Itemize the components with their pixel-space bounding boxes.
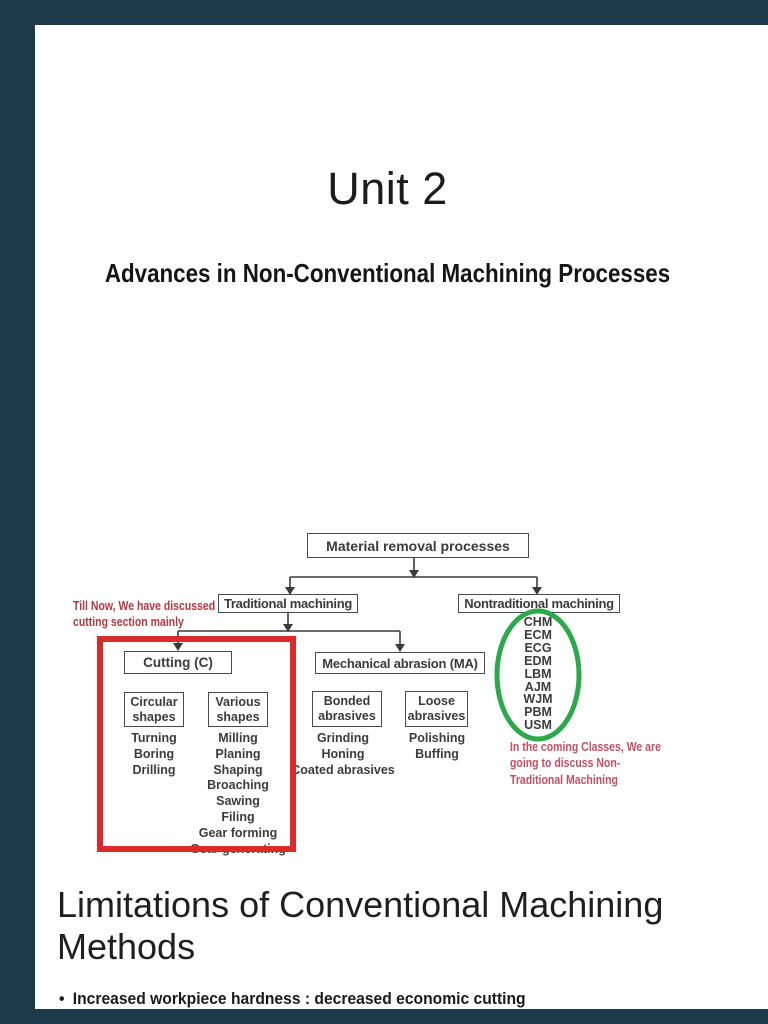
viewer-top-bar — [0, 0, 768, 25]
annotation-line: going to discuss Non- — [510, 756, 621, 771]
viewer-bottom-bar — [0, 1009, 768, 1024]
node-circular-shapes: Circular shapes — [124, 692, 184, 727]
viewer-left-bar — [0, 0, 35, 1024]
list-item: Coated abrasives — [291, 762, 395, 777]
list-item: LBM — [524, 666, 552, 681]
node-nontraditional-machining: Nontraditional machining — [458, 594, 620, 613]
list-circular-processes: Turning Boring Drilling — [104, 731, 204, 778]
highlight-red-box — [97, 636, 296, 852]
list-item: ECM — [524, 627, 552, 642]
annotation-line: Till Now, We have discussed — [73, 599, 216, 613]
annotation-line: Traditional Machining — [510, 772, 618, 787]
list-item: Turning — [131, 731, 177, 745]
node-traditional-machining: Traditional machining — [218, 594, 358, 613]
list-item: Planing — [215, 746, 261, 761]
list-loose-abrasive-processes: Polishing Buffing — [387, 731, 487, 763]
section-heading-line: Limitations of Conventional Machining — [57, 884, 664, 925]
bullet-dot: • — [59, 989, 65, 1008]
list-nontraditional-acronyms: CHM ECM ECG EDM LBM AJM WJM PBM USM — [488, 616, 588, 732]
list-item: Boring — [133, 746, 175, 761]
node-cutting: Cutting (C) — [124, 651, 232, 674]
list-item: Shaping — [213, 762, 263, 777]
annotation-till-now: Till Now, We have discussed cutting sect… — [73, 598, 215, 631]
node-material-removal-processes: Material removal processes — [307, 533, 529, 558]
slide-title: Unit 2 — [327, 163, 448, 214]
list-item: EDM — [524, 653, 552, 668]
list-item: Drilling — [132, 762, 176, 777]
list-item: CHM — [523, 615, 553, 629]
bullet-text: Increased workpiece hardness : decreased… — [72, 989, 526, 1008]
node-loose-abrasives: Loose abrasives — [405, 691, 468, 727]
list-item: Gear forming — [198, 825, 278, 840]
annotation-line: cutting section mainly — [73, 615, 184, 630]
bullet-item: • Increased workpiece hardness : decrease… — [59, 989, 526, 1009]
list-item: Milling — [218, 731, 258, 745]
list-item: Buffing — [415, 746, 459, 761]
section-heading-line: Methods — [57, 926, 196, 967]
list-item: Polishing — [408, 731, 466, 745]
list-item: ECG — [524, 640, 552, 655]
list-item: Filing — [221, 809, 255, 824]
node-bonded-abrasives: Bonded abrasives — [312, 691, 382, 727]
list-item: Broaching — [207, 778, 269, 793]
annotation-coming-classes: In the coming Classes, We are going to d… — [510, 739, 661, 788]
list-item: Sawing — [216, 794, 260, 809]
list-bonded-abrasive-processes: Grinding Honing Coated abrasives — [283, 731, 403, 778]
node-various-shapes: Various shapes — [208, 692, 268, 727]
list-item: USM — [524, 718, 552, 733]
annotation-line: In the coming Classes, We are — [510, 740, 661, 754]
list-item: Grinding — [316, 731, 370, 745]
section-heading: Limitations of Conventional Machining Me… — [57, 884, 717, 968]
list-item: Honing — [321, 746, 365, 761]
node-mechanical-abrasion: Mechanical abrasion (MA) — [315, 652, 485, 674]
slide-subtitle: Advances in Non-Conventional Machining P… — [104, 258, 671, 288]
